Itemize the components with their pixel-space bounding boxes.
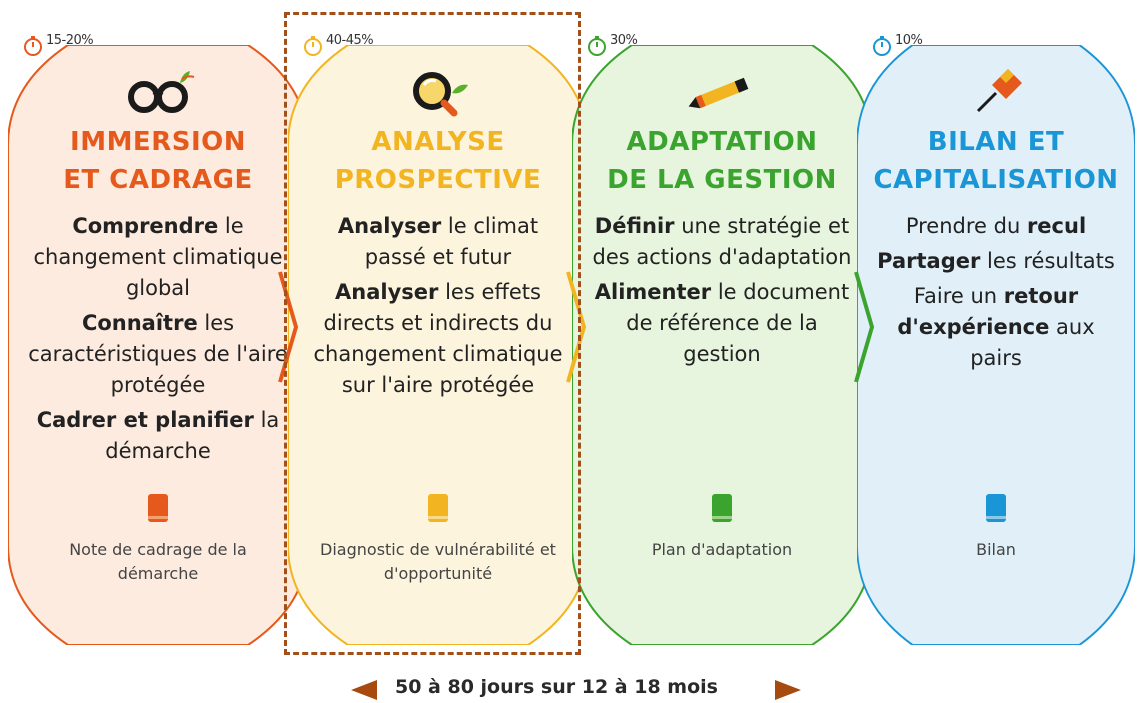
phase-bilan-capitalisation: 10% BILAN ET CAPITALISATION Prendre du r… xyxy=(857,33,1135,645)
phase-title-line: BILAN ET xyxy=(927,127,1065,157)
duration-text: 50 à 80 jours sur 12 à 18 mois xyxy=(395,676,718,698)
book-icon xyxy=(148,494,168,522)
phase-title-line: DE LA GESTION xyxy=(607,165,837,195)
glasses-icon xyxy=(128,71,195,113)
pushpin-icon xyxy=(976,69,1022,113)
phase-deliverable: Plan d'adaptation xyxy=(651,540,793,559)
duration-footer: 50 à 80 jours sur 12 à 18 mois xyxy=(0,676,1137,702)
phase-actions: Analyser le climat passé et futur Analys… xyxy=(306,211,570,405)
phase-title: IMMERSION ET CADRAGE xyxy=(8,123,308,199)
phase-action: Connaître les caractéristiques de l'aire… xyxy=(28,311,288,397)
phase-title-line: ADAPTATION xyxy=(626,127,818,157)
chevron-right-icon xyxy=(566,271,587,383)
phase-percent: 40-45% xyxy=(326,33,374,48)
highlight-frame xyxy=(284,12,581,655)
phase-immersion-cadrage: 15-20% IMMERSION ET CADRAGE Comprendre l… xyxy=(8,33,308,645)
phase-title: ANALYSE PROSPECTIVE xyxy=(288,123,588,199)
phase-title: BILAN ET CAPITALISATION xyxy=(857,123,1135,199)
stopwatch-icon xyxy=(304,36,322,56)
phase-action: Comprendre le changement climatique glob… xyxy=(33,214,283,300)
phase-action: Partager les résultats xyxy=(877,249,1115,273)
phase-action: Analyser le climat passé et futur xyxy=(337,214,539,269)
chevron-right-icon xyxy=(854,271,875,383)
phase-action: Définir une stratégie et des actions d'a… xyxy=(592,214,852,269)
phase-action: Analyser les effets directs et indirects… xyxy=(313,280,563,397)
stopwatch-icon xyxy=(588,36,606,56)
arrow-right-icon xyxy=(775,680,801,700)
stopwatch-icon xyxy=(873,36,891,56)
stopwatch-icon xyxy=(24,36,42,56)
phase-percent: 30% xyxy=(610,33,638,48)
phase-adaptation-gestion: 30% ADAPTATION DE LA GESTION Définir une… xyxy=(572,33,872,645)
phase-title-line: IMMERSION xyxy=(70,127,246,157)
phase-title-line: ET CADRAGE xyxy=(63,165,253,195)
phase-title-line: CAPITALISATION xyxy=(873,165,1119,195)
book-icon xyxy=(986,494,1006,522)
phase-title: ADAPTATION DE LA GESTION xyxy=(572,123,872,199)
phase-deliverable: Note de cadrage de la démarche xyxy=(69,540,247,583)
pencil-icon xyxy=(688,77,749,109)
phase-action: Alimenter le document de référence de la… xyxy=(594,280,850,366)
phase-actions: Comprendre le changement climatique glob… xyxy=(26,211,290,471)
phase-action: Prendre du recul xyxy=(905,214,1087,238)
phase-deliverable: Bilan xyxy=(976,540,1016,559)
phase-action: Cadrer et planifier la démarche xyxy=(36,408,280,463)
book-icon xyxy=(712,494,732,522)
phase-deliverable: Diagnostic de vulnérabilité et d'opportu… xyxy=(320,540,556,583)
phase-background xyxy=(857,45,1135,645)
phase-percent: 10% xyxy=(895,33,923,48)
phase-actions: Définir une stratégie et des actions d'a… xyxy=(590,211,854,374)
phase-actions: Prendre du recul Partager les résultats … xyxy=(875,211,1117,378)
magnifier-icon xyxy=(413,72,468,117)
phase-analyse-prospective: 40-45% ANALYSE PROSPECTIVE Analyser le c… xyxy=(288,33,588,645)
phase-title-line: ANALYSE xyxy=(371,127,505,157)
phase-percent: 15-20% xyxy=(46,33,94,48)
book-icon xyxy=(428,494,448,522)
arrow-left-icon xyxy=(351,680,377,700)
phase-action: Faire un retour d'expérience aux pairs xyxy=(897,284,1095,370)
phase-title-line: PROSPECTIVE xyxy=(334,165,542,195)
